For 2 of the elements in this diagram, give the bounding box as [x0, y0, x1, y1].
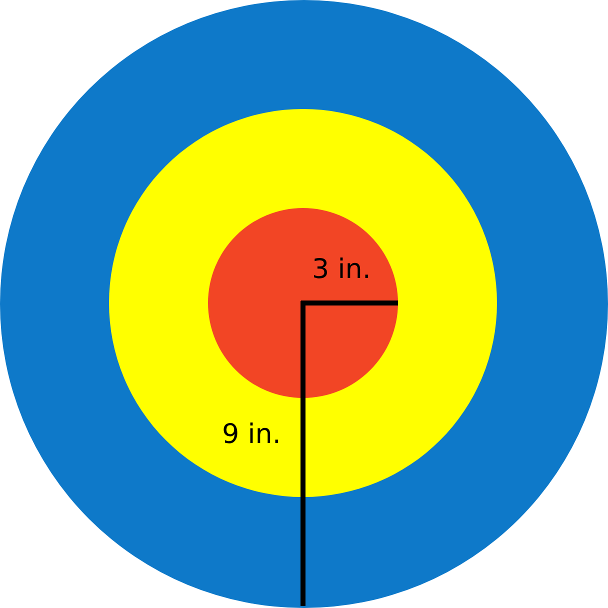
dimension-label: 9 in.: [222, 421, 281, 448]
dimension-label: 3 in.: [312, 256, 371, 283]
